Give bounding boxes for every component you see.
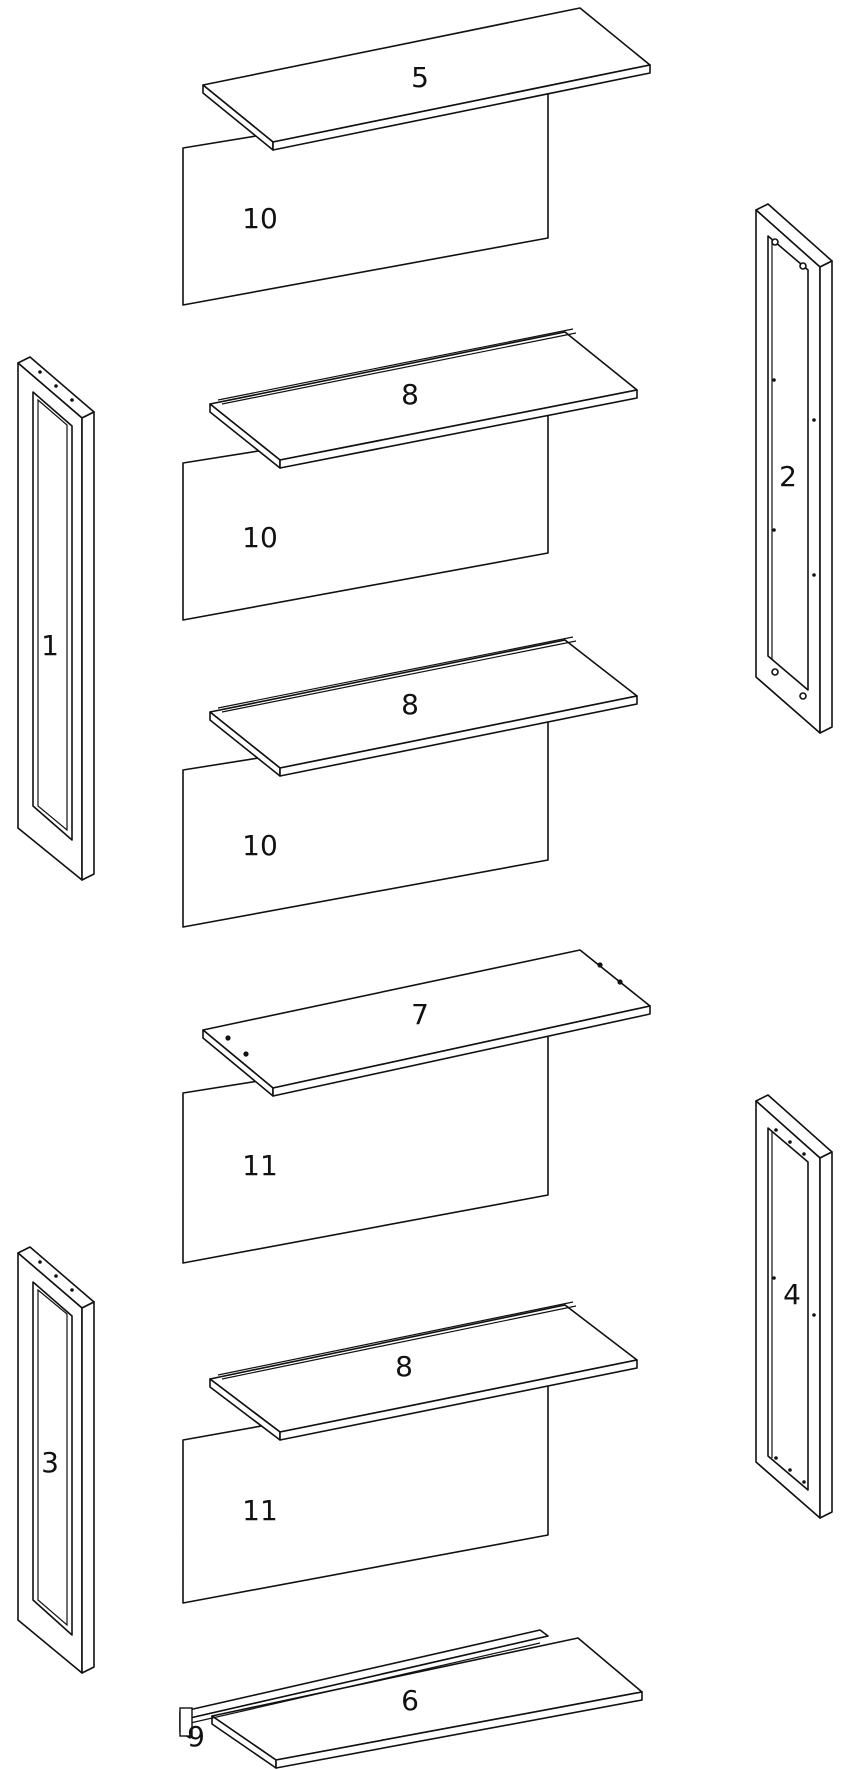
rail-9 <box>179 1629 549 1739</box>
panel-1 <box>17 356 95 881</box>
panel-4 <box>755 1094 833 1519</box>
panel-3 <box>17 1246 95 1674</box>
panel-2 <box>755 203 833 734</box>
label-part-2: 2 <box>779 460 797 493</box>
label-part-10c: 10 <box>242 829 278 862</box>
label-part-1: 1 <box>41 629 59 662</box>
label-part-11a: 11 <box>242 1149 278 1182</box>
label-part-7: 7 <box>411 998 429 1031</box>
label-part-4: 4 <box>783 1278 801 1311</box>
label-part-8c: 8 <box>395 1350 413 1383</box>
label-part-8b: 8 <box>401 688 419 721</box>
label-part-11b: 11 <box>242 1494 278 1527</box>
label-part-10a: 10 <box>242 202 278 235</box>
label-part-9: 9 <box>187 1720 205 1753</box>
shelf-8b <box>209 636 638 777</box>
label-part-8a: 8 <box>401 378 419 411</box>
top-shelf-5 <box>202 7 651 151</box>
bottom-shelf-6 <box>211 1637 643 1769</box>
label-part-3: 3 <box>41 1446 59 1479</box>
shelf-8a <box>209 328 638 469</box>
label-part-5: 5 <box>411 61 429 94</box>
shelf-8c <box>209 1301 638 1441</box>
label-part-6: 6 <box>401 1684 419 1717</box>
label-part-10b: 10 <box>242 521 278 554</box>
middle-shelf-7 <box>202 949 651 1097</box>
